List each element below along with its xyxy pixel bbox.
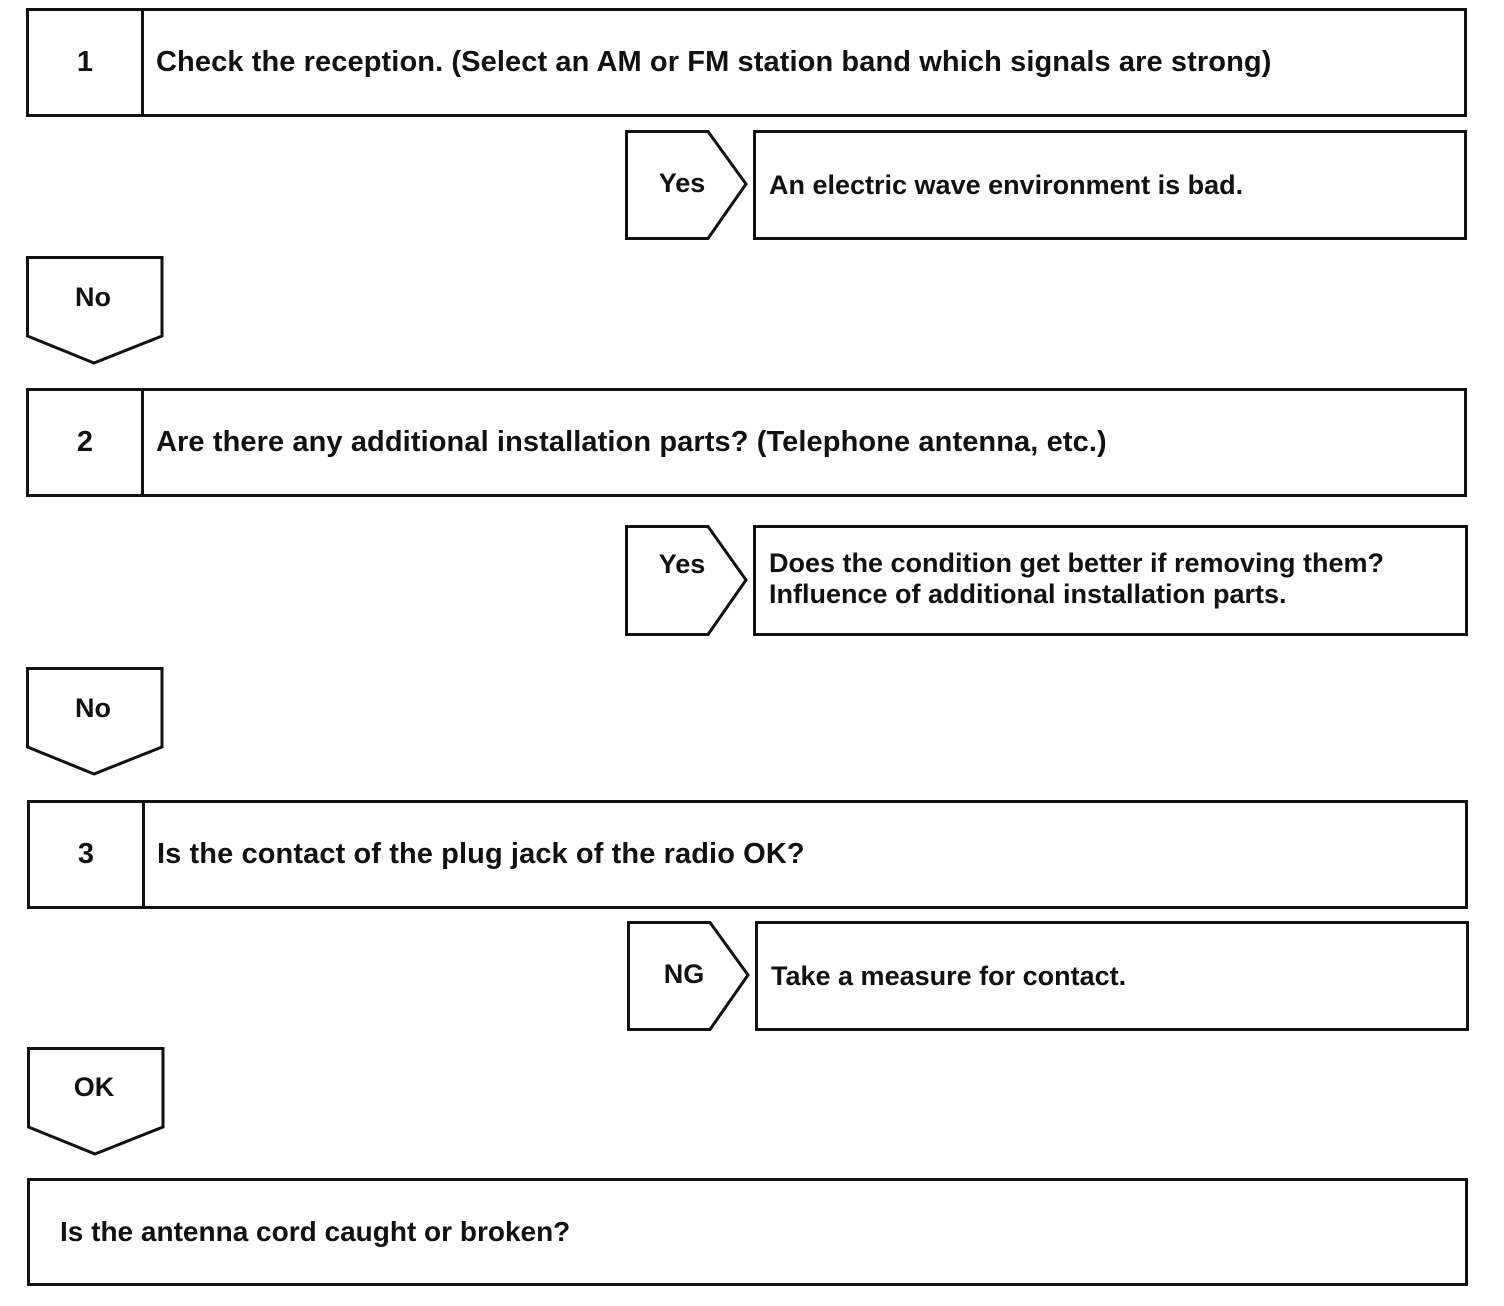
- step-1-number: 1: [29, 11, 144, 114]
- branch-2-result-line-1: Does the condition get better if removin…: [769, 548, 1385, 578]
- branch-1-result-box: An electric wave environment is bad.: [753, 130, 1467, 240]
- branch-1-arrow-shape: [625, 130, 748, 240]
- flow-3-label: OK: [73, 1072, 115, 1102]
- final-box: Is the antenna cord caught or broken?: [27, 1178, 1468, 1286]
- step-1-box: 1 Check the reception. (Select an AM or …: [26, 8, 1467, 117]
- flow-2-label: No: [75, 693, 111, 723]
- flow-1-arrow-shape: [26, 256, 164, 365]
- flow-1-label: No: [75, 282, 111, 312]
- branch-2-arrow-shape: [625, 525, 748, 636]
- branch-3-arrow-shape: [627, 921, 750, 1031]
- branch-2-result-box: Does the condition get better if removin…: [753, 525, 1468, 636]
- step-2-question: Are there any additional installation pa…: [156, 426, 1107, 458]
- final-text: Is the antenna cord caught or broken?: [60, 1216, 571, 1247]
- branch-3-label: NG: [663, 959, 705, 989]
- branch-3-result-box: Take a measure for contact.: [755, 921, 1469, 1031]
- step-1-question: Check the reception. (Select an AM or FM…: [156, 46, 1272, 78]
- branch-3-result-text: Take a measure for contact.: [771, 960, 1127, 991]
- step-2-box: 2 Are there any additional installation …: [26, 388, 1467, 497]
- branch-1-label: Yes: [658, 168, 706, 198]
- branch-2-result-line-2: Influence of additional installation par…: [769, 579, 1287, 609]
- step-3-number: 3: [30, 803, 145, 906]
- flow-2-arrow-shape: [26, 667, 164, 776]
- step-3-question: Is the contact of the plug jack of the r…: [157, 838, 805, 870]
- flow-3-arrow-shape: [27, 1047, 165, 1156]
- step-3-box: 3 Is the contact of the plug jack of the…: [27, 800, 1468, 909]
- step-2-number: 2: [29, 391, 144, 494]
- branch-1-result-text: An electric wave environment is bad.: [769, 169, 1244, 200]
- branch-2-label: Yes: [658, 549, 706, 579]
